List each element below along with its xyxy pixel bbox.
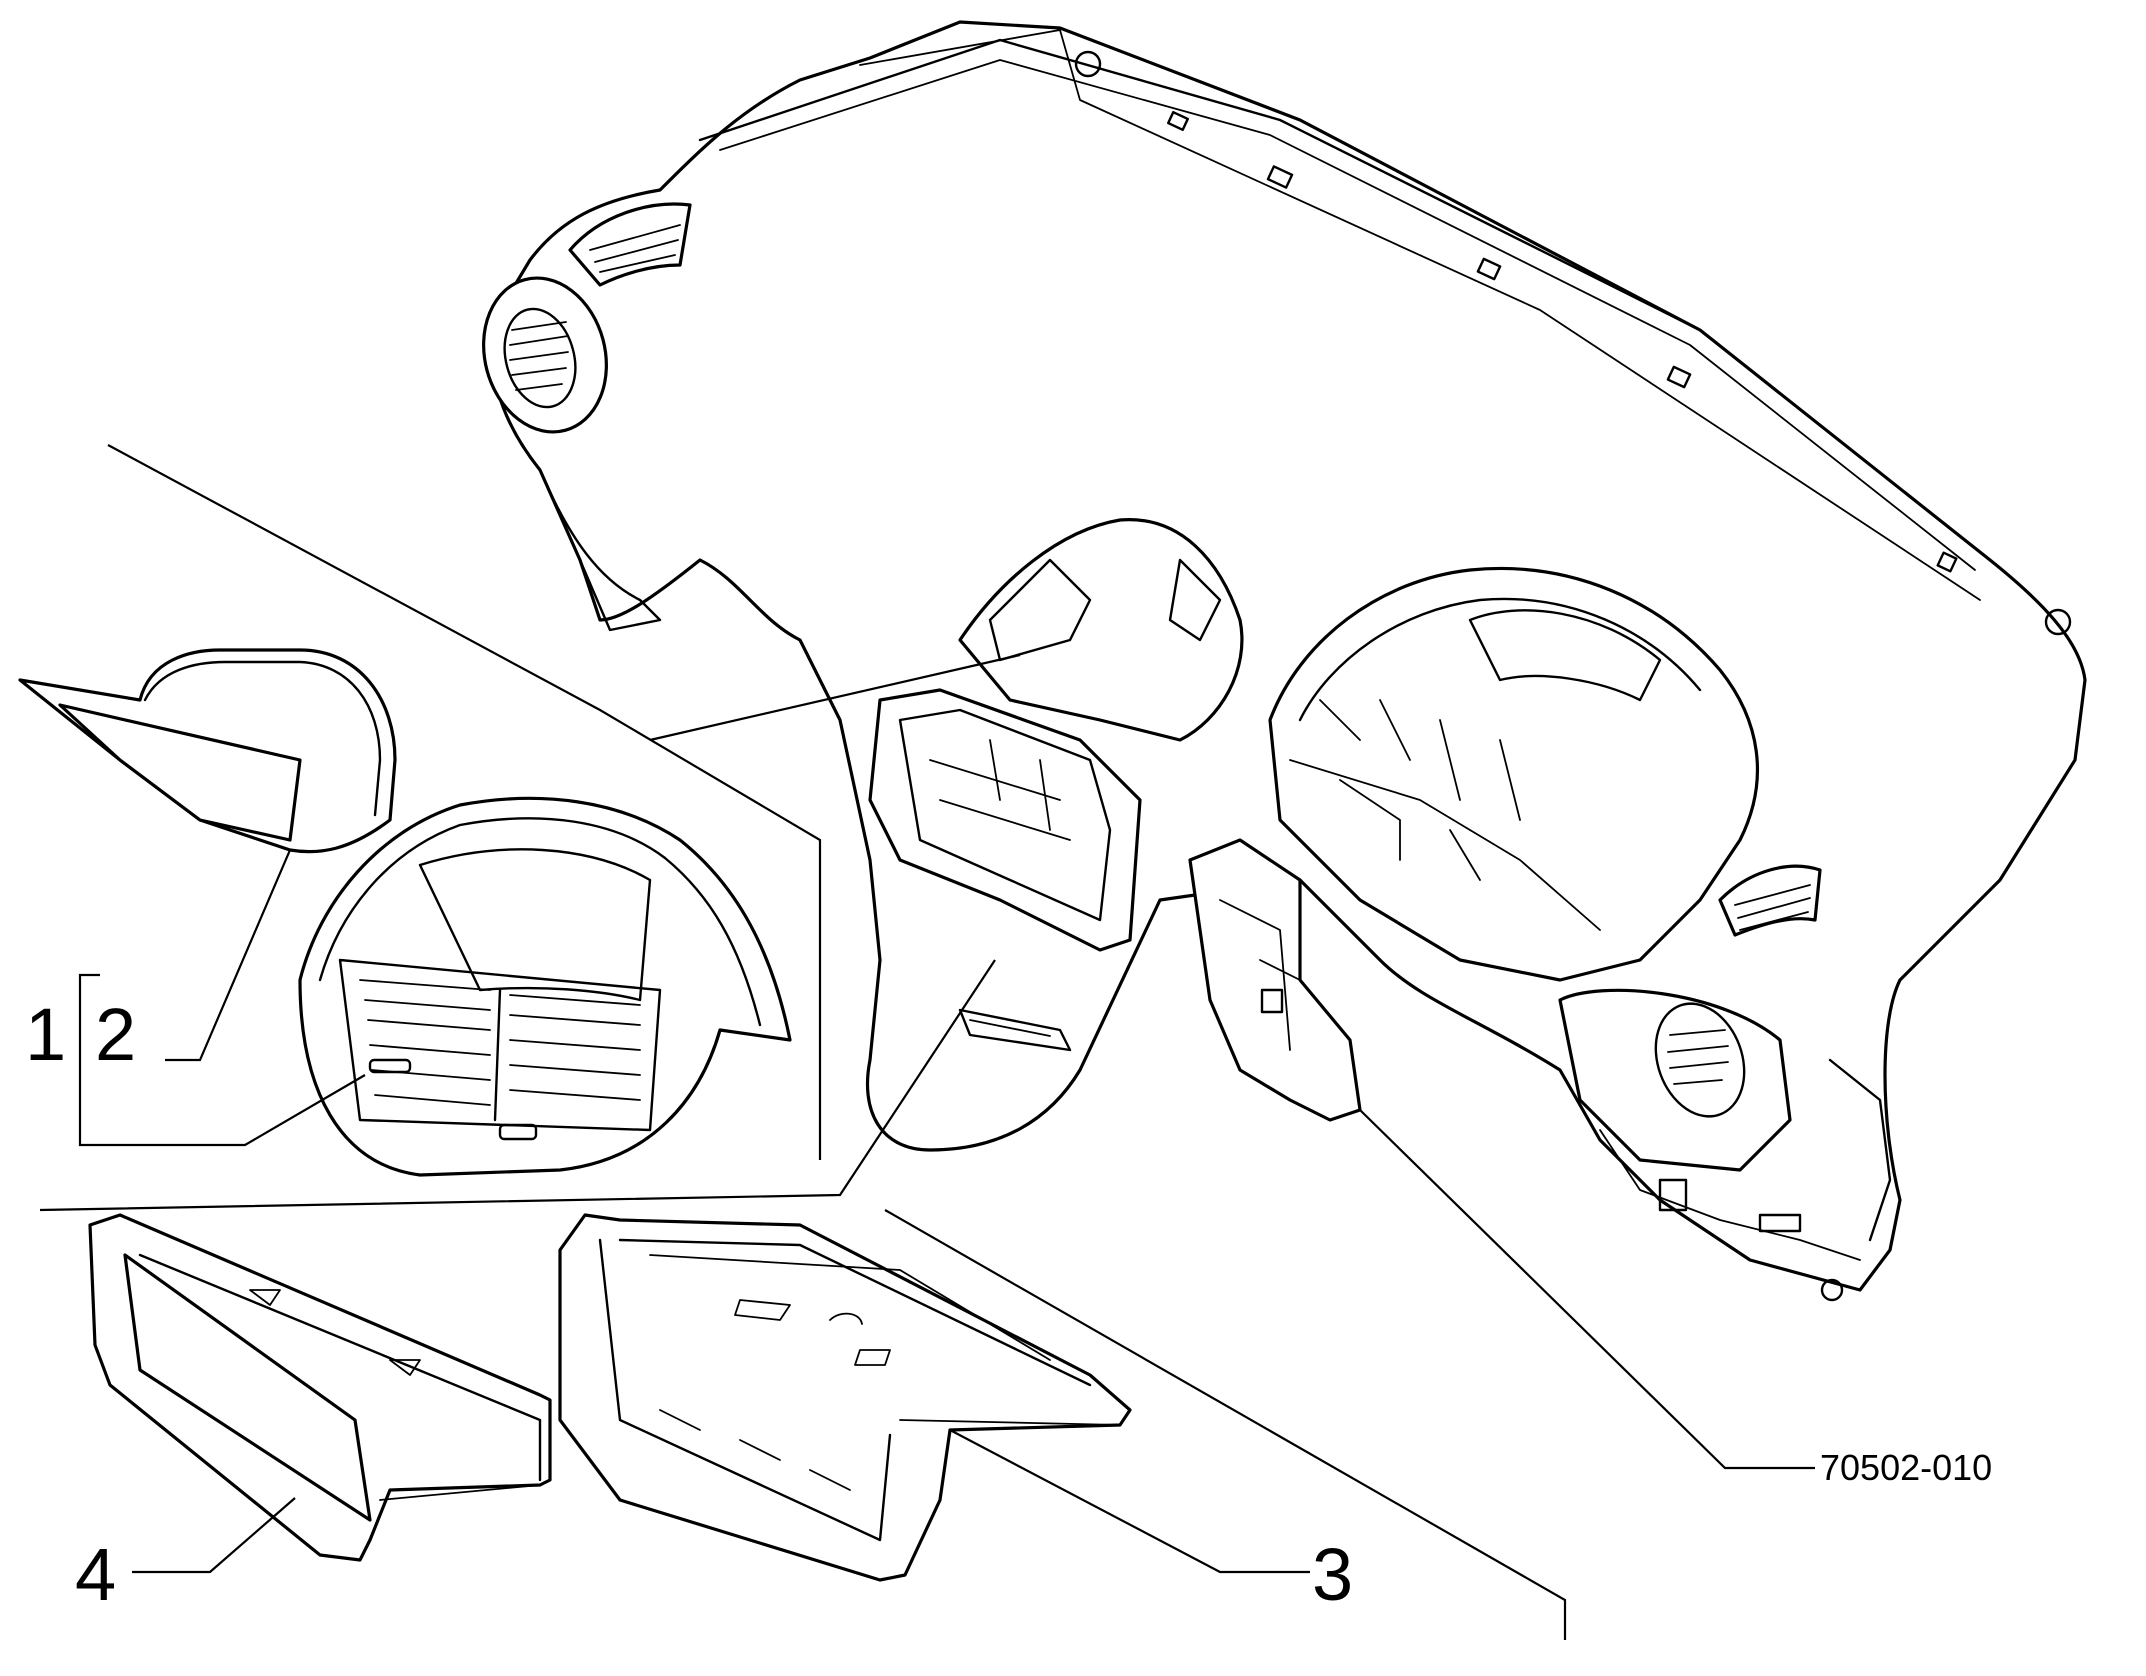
left-round-air-vent (482, 276, 608, 434)
part-3-tray (558, 1213, 1132, 1582)
right-round-air-vent (1558, 988, 1792, 1172)
part-4-storage-bin (88, 1213, 552, 1562)
right-slot-vent (1718, 864, 1822, 937)
callout-4: 4 (75, 1533, 116, 1616)
instrument-cluster-binnacle (1268, 566, 1759, 982)
dashboard-body (490, 20, 2087, 1292)
part-2-grille-cover (18, 648, 397, 854)
callout-3: 3 (1312, 1533, 1353, 1616)
callout-2: 2 (95, 993, 136, 1076)
center-stack-opening (868, 688, 1142, 952)
lower-console-slot (958, 1008, 1072, 1052)
part-1-centre-vent-assembly (298, 796, 792, 1177)
left-slot-vent (568, 202, 692, 287)
dashboard-assembly (482, 20, 2087, 1302)
leader-lines (39, 444, 1815, 1640)
center-upper-opening (958, 518, 1244, 742)
right-end-bracket (1599, 1058, 1892, 1302)
drawing-code: 70502-010 (1820, 1447, 1992, 1488)
callout-1: 1 (25, 993, 66, 1076)
defroster-slots (1074, 50, 2072, 636)
left-lower-lobe (538, 468, 662, 632)
windshield-ledge (698, 38, 1992, 562)
